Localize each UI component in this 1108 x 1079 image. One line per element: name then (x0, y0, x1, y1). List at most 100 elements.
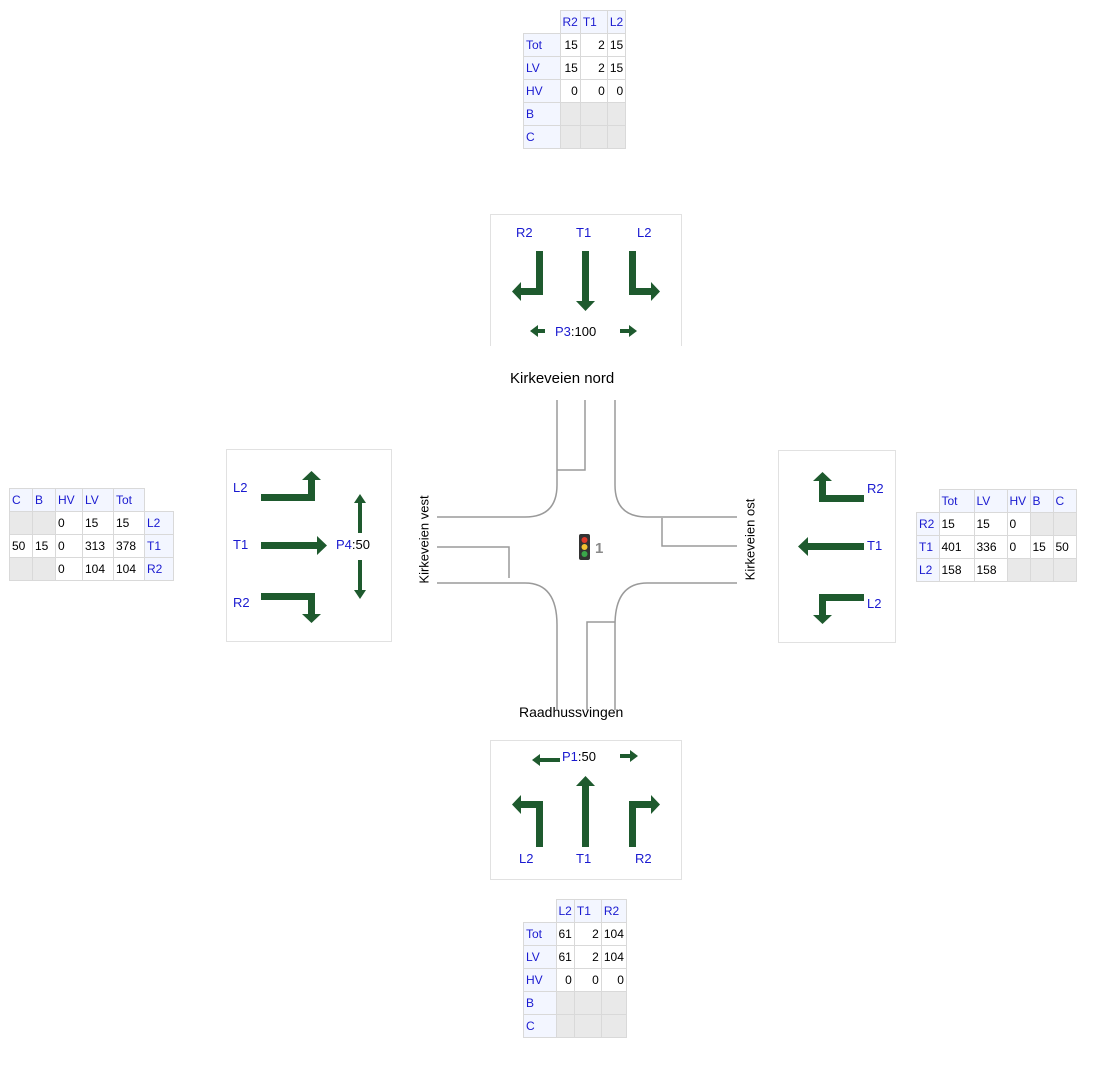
cell (559, 125, 581, 149)
cell: 2 (573, 945, 602, 969)
row-header: HV (523, 968, 557, 992)
signal-id: 1 (595, 540, 603, 557)
cell: 158 (938, 558, 975, 582)
cell: 15 (32, 534, 56, 558)
col-header: LV (82, 488, 114, 512)
cell: 15 (559, 56, 581, 80)
through-arrow-icon (261, 536, 327, 555)
row-header: R2 (144, 557, 174, 581)
cell: 104 (600, 945, 627, 969)
lane-label: T1 (233, 537, 249, 552)
left-turn-arrow-icon (629, 251, 660, 301)
phase-value: 100 (574, 324, 597, 339)
cell: 0 (55, 557, 83, 581)
road-edges (437, 400, 737, 710)
row-header: HV (523, 79, 561, 103)
lane-label: R2 (635, 851, 652, 866)
cell (555, 1014, 575, 1038)
south-volume-table: L2 T1 R2 Tot 61 2 104 LV 61 2 104 HV 0 0… (523, 899, 627, 1038)
lane-label: L2 (519, 851, 534, 866)
col-header: Tot (938, 489, 975, 513)
cell (573, 1014, 602, 1038)
pedestrian-right-arrow-icon (620, 750, 638, 762)
pedestrian-down-arrow-icon (354, 560, 366, 599)
row-header: Tot (523, 33, 561, 57)
cell: 15 (82, 511, 114, 535)
lane-label: L2 (233, 480, 248, 495)
left-turn-arrow-icon (512, 795, 543, 847)
through-arrow-icon (798, 537, 864, 556)
cell: 15 (973, 512, 1008, 536)
lane-label: R2 (233, 595, 250, 610)
intersection-diagram: 1 (437, 400, 737, 710)
cell: 61 (555, 922, 575, 946)
col-header: B (32, 488, 56, 512)
cell: 50 (1052, 535, 1077, 559)
cell (579, 102, 608, 126)
cell (9, 557, 33, 581)
cell (1006, 558, 1031, 582)
col-header: C (1052, 489, 1077, 513)
col-header: LV (973, 489, 1008, 513)
row-header: B (523, 102, 561, 126)
row-header: L2 (144, 511, 174, 535)
col-header: HV (55, 488, 83, 512)
through-arrow-icon (576, 776, 595, 847)
cell (600, 1014, 627, 1038)
lane-label: R2 (867, 481, 884, 496)
row-header: T1 (916, 535, 940, 559)
east-arrows (798, 472, 864, 624)
cell: 0 (55, 534, 83, 558)
col-header: R2 (559, 10, 581, 34)
lane-label: T1 (576, 225, 592, 240)
lane-label: T1 (867, 538, 883, 553)
col-header: B (1029, 489, 1054, 513)
south-movement-panel: P1:50 L2 T1 R2 (490, 740, 682, 880)
lane-label: L2 (867, 596, 882, 611)
cell: 0 (55, 511, 83, 535)
right-turn-arrow-icon (512, 251, 543, 301)
cell (1052, 558, 1077, 582)
cell (32, 557, 56, 581)
lane-label: L2 (637, 225, 652, 240)
phase-label: P1:50 (562, 749, 596, 764)
cell: 401 (938, 535, 975, 559)
cell: 15 (606, 56, 627, 80)
cell: 15 (113, 511, 145, 535)
cell: 15 (938, 512, 975, 536)
pedestrian-left-arrow-icon (532, 754, 560, 766)
cell: 378 (113, 534, 145, 558)
cell: 0 (1006, 512, 1031, 536)
cell: 50 (9, 534, 33, 558)
road-name-north: Kirkeveien nord (510, 370, 615, 387)
lane-label: T1 (576, 851, 592, 866)
phase-value: 50 (355, 537, 370, 552)
col-header: L2 (606, 10, 627, 34)
through-arrow-icon (576, 251, 595, 311)
phase-name: P3 (555, 324, 571, 339)
row-header: B (523, 991, 557, 1015)
north-volume-table: R2 T1 L2 Tot 15 2 15 LV 15 2 15 HV 0 0 0… (523, 10, 627, 149)
cell: 2 (579, 56, 608, 80)
col-header: L2 (555, 899, 575, 923)
cell (32, 511, 56, 535)
road-name-west: Kirkeveien vest (416, 495, 432, 584)
cell: 0 (579, 79, 608, 103)
east-volume-table: Tot LV HV B C R2 15 15 0 T1 401 336 0 15… (916, 489, 1077, 582)
south-arrows (512, 750, 660, 847)
cell: 15 (1029, 535, 1054, 559)
west-movement-panel: L2 T1 R2 P4:50 (226, 449, 392, 642)
cell (606, 125, 627, 149)
pedestrian-up-arrow-icon (354, 494, 366, 533)
cell: 0 (573, 968, 602, 992)
cell: 104 (113, 557, 145, 581)
row-header: LV (523, 56, 561, 80)
cell (573, 991, 602, 1015)
col-header: T1 (579, 10, 608, 34)
east-movement-panel: R2 T1 L2 (778, 450, 896, 643)
cell: 158 (973, 558, 1008, 582)
phase-value: 50 (581, 749, 596, 764)
cell: 2 (579, 33, 608, 57)
cell: 104 (82, 557, 114, 581)
cell: 0 (559, 79, 581, 103)
